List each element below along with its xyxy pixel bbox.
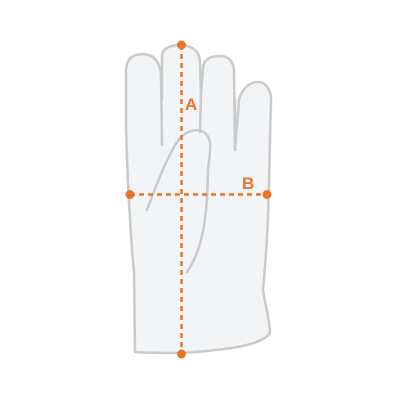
dimension-a-top-dot (177, 40, 186, 50)
thumb-outline (145, 129, 212, 274)
glove-icon (124, 43, 273, 355)
dimension-label-b: B (242, 174, 254, 193)
dimension-b-left-dot (125, 190, 135, 199)
dimension-lines (125, 40, 272, 359)
dimension-a-bottom-dot (177, 349, 186, 359)
finger-gap-1 (159, 73, 164, 147)
dimension-b-right-dot (262, 190, 272, 199)
finger-gap-2 (198, 93, 203, 134)
glove-outline (124, 43, 273, 355)
dimension-label-a: A (185, 95, 197, 114)
